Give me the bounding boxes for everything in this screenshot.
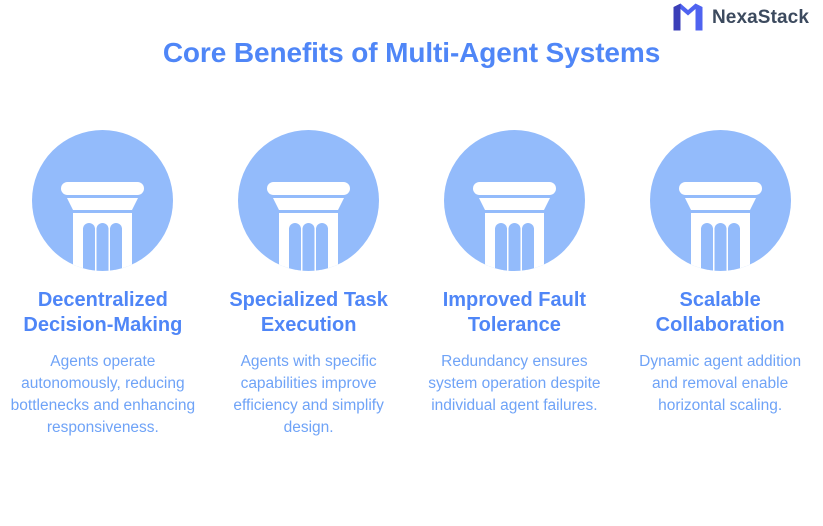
benefit-card: Specialized Task Execution Agents with s… [206,130,412,439]
brand-name: NexaStack [711,6,809,28]
benefit-body: Agents with specific capabilities improv… [233,352,384,437]
benefit-card: Improved Fault Tolerance Redundancy ensu… [412,130,618,417]
benefit-card: Scalable Collaboration Dynamic agent add… [617,130,823,417]
benefit-body: Agents operate autonomously, reducing bo… [10,352,196,437]
benefit-card: Decentralized Decision-Making Agents ope… [0,130,206,439]
benefit-heading: Decentralized Decision-Making [23,289,183,337]
greek-pillar-icon [649,130,791,271]
nexastack-arch-logo-icon [673,3,703,31]
benefit-heading: Specialized Task Execution [229,289,388,337]
brand-logo: NexaStack [673,3,809,31]
benefit-card-list: Decentralized Decision-Making Agents ope… [0,130,823,439]
benefit-heading: Improved Fault Tolerance [442,289,587,337]
greek-pillar-icon [443,130,585,271]
benefit-body: Dynamic agent addition and removal enabl… [639,352,802,415]
greek-pillar-icon [238,130,380,271]
benefit-heading: Scalable Collaboration [655,289,785,337]
benefit-body: Redundancy ensures system operation desp… [428,352,601,415]
page-title: Core Benefits of Multi-Agent Systems [162,37,661,68]
greek-pillar-icon [32,130,174,271]
